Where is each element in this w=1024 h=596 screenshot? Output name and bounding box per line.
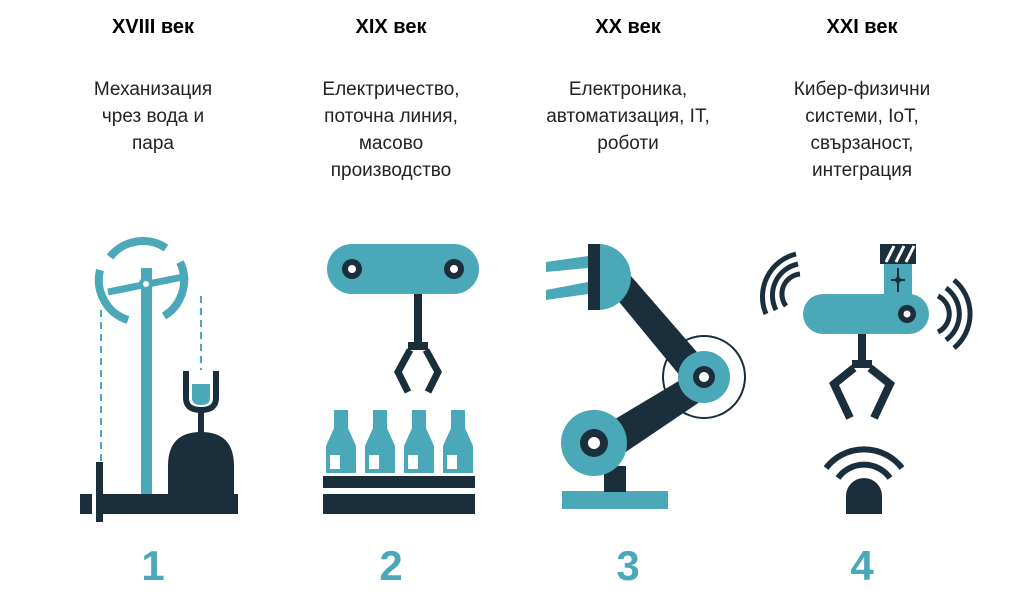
stage-description: Кибер-физични системи, IoT, свързаност, … — [742, 76, 982, 184]
stage-century: XXI век — [826, 16, 898, 38]
stage-3: XX век Електроника, автоматизация, IT, р… — [508, 0, 748, 596]
description-line: чрез вода и — [101, 106, 205, 127]
stage-description: Електричество, поточна линия, масово про… — [271, 76, 511, 184]
description-line: масово — [358, 133, 424, 154]
description-line: Електроника, — [568, 79, 688, 100]
stage-century: XX век — [595, 16, 661, 38]
description-line: поточна линия, — [324, 106, 458, 127]
stage-description: Механизация чрез вода и пара — [33, 76, 273, 157]
connected-robot-icon — [759, 244, 973, 514]
description-line: производство — [330, 160, 452, 181]
description-line: свързаност, — [810, 133, 914, 154]
stage-2: XIX век Електричество, поточна линия, ма… — [271, 0, 511, 596]
description-line: Кибер-физични — [793, 79, 931, 100]
stage-description: Електроника, автоматизация, IT, роботи — [508, 76, 748, 157]
description-line: системи, IoT, — [805, 106, 919, 127]
description-line: роботи — [597, 133, 659, 154]
stage-number: 4 — [850, 542, 874, 589]
description-line: автоматизация, IT, — [546, 106, 710, 127]
stage-4: XXI век Кибер-физични системи, IoT, свър… — [742, 0, 982, 596]
stage-number: 1 — [141, 542, 165, 589]
stage-1: XVIII век Механизация чрез вода и пара 1 — [33, 0, 273, 596]
assembly-line-icon — [323, 244, 479, 514]
stage-number: 2 — [379, 542, 403, 589]
description-line: интеграция — [811, 160, 912, 181]
description-line: Механизация — [93, 79, 213, 100]
stage-number: 3 — [616, 542, 640, 589]
description-line: Електричество, — [322, 79, 460, 100]
stage-century: XVIII век — [111, 16, 195, 38]
robot-arm-icon — [546, 244, 746, 509]
description-line: пара — [132, 133, 174, 154]
stage-century: XIX век — [355, 16, 427, 38]
water-wheel-icon — [80, 237, 238, 522]
